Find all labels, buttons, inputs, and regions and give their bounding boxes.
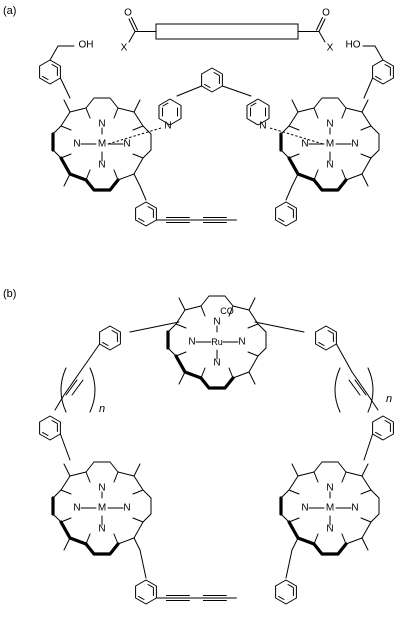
repeat-index-left: n	[99, 403, 105, 415]
n-atom: N	[301, 139, 308, 150]
n-atom: N	[301, 503, 308, 514]
n-atom: N	[213, 358, 220, 369]
hydroxyl-right: HO	[346, 40, 361, 51]
pyridyl-n-left: N	[164, 121, 171, 132]
diyne-linker-a	[135, 185, 297, 227]
n-atom: N	[98, 119, 105, 130]
hydroxyl-left: OH	[79, 40, 94, 51]
panel-label-b: (b)	[3, 288, 16, 300]
n-atom: N	[98, 160, 105, 171]
n-atom: N	[188, 337, 195, 348]
spacer-bar: O O X X	[121, 8, 334, 54]
porphyrin-right-a: N N N N M	[279, 96, 381, 192]
left-arm-b: n	[39, 321, 180, 461]
n-atom: N	[326, 119, 333, 130]
n-atom: N	[98, 524, 105, 535]
n-atom: N	[73, 139, 80, 150]
n-atom: N	[238, 337, 245, 348]
porphyrin-left-a: N N N N M	[51, 96, 153, 192]
substituent-x-right: X	[327, 43, 334, 54]
n-atom: N	[73, 503, 80, 514]
n-atom: N	[123, 139, 130, 150]
metal-center: M	[98, 139, 106, 150]
diyne-linker-b	[135, 549, 297, 605]
n-atom: N	[326, 483, 333, 494]
metal-center: M	[326, 503, 334, 514]
ruthenium-center: Ru	[211, 337, 223, 347]
porphyrin-right-b: N N N N M	[279, 460, 381, 556]
n-atom: N	[351, 503, 358, 514]
panel-label-a: (a)	[3, 5, 16, 17]
right-arm-b: n	[254, 321, 394, 461]
n-atom: N	[326, 160, 333, 171]
substituent-x-left: X	[121, 43, 128, 54]
n-atom: N	[351, 139, 358, 150]
ruthenium-porphyrin: N N N N Ru CO	[166, 294, 268, 390]
carbonyl-o-right: O	[322, 8, 330, 19]
bipyridyl-ligand: N N	[107, 67, 324, 145]
n-atom: N	[326, 524, 333, 535]
metal-center: M	[326, 139, 334, 150]
metal-center: M	[98, 503, 106, 514]
hydroxymethyl-phenyl-right: HO	[346, 40, 394, 99]
pyridyl-n-right: N	[259, 121, 266, 132]
n-atom: N	[123, 503, 130, 514]
hydroxymethyl-phenyl-left: OH	[39, 40, 94, 99]
porphyrin-left-b: N N N N M	[51, 460, 153, 556]
carbonyl-o-left: O	[124, 8, 132, 19]
n-atom: N	[98, 483, 105, 494]
n-atom: N	[213, 317, 220, 328]
repeat-index-right: n	[386, 393, 392, 405]
carbonyl-ligand: CO	[220, 306, 234, 316]
